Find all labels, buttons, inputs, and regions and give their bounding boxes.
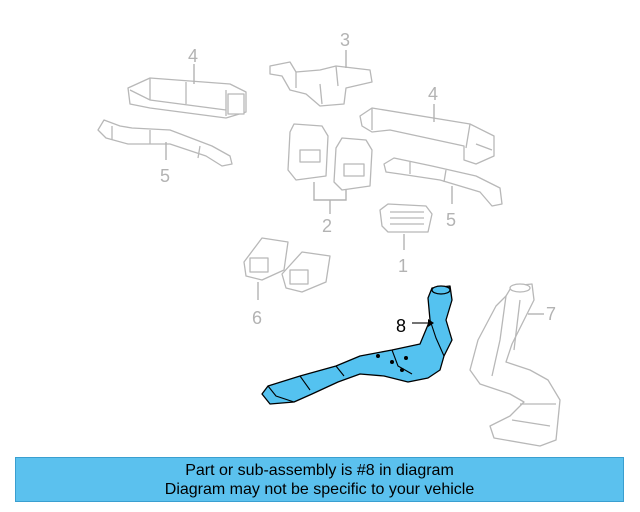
- part-4-left-duct: [127, 77, 247, 119]
- part-5-left-duct: [97, 119, 233, 167]
- part-7-duct: [469, 283, 561, 447]
- callout-4-right: 4: [428, 84, 438, 104]
- callout-5-right: 5: [446, 210, 456, 230]
- callout-6: 6: [252, 308, 262, 328]
- part-8-floor-duct: [261, 285, 453, 405]
- callout-2: 2: [322, 216, 332, 236]
- banner-line-1: Part or sub-assembly is #8 in diagram: [185, 461, 454, 479]
- callout-8: 8: [396, 316, 406, 336]
- callout-5-left: 5: [160, 166, 170, 186]
- info-banner: Part or sub-assembly is #8 in diagram Di…: [15, 457, 624, 502]
- part-4-right-duct: [359, 107, 495, 165]
- part-1-grille: [379, 203, 433, 233]
- callout-4-left: 4: [188, 46, 198, 66]
- part-5-right-duct: [383, 157, 503, 207]
- part-3-duct: [269, 61, 373, 107]
- part-2-vents: [287, 123, 373, 191]
- part-6-vents: [243, 237, 331, 293]
- callout-line-2: [313, 182, 347, 214]
- callout-arrow-8: [428, 319, 434, 327]
- callout-1: 1: [398, 256, 408, 276]
- callout-7: 7: [546, 304, 556, 324]
- banner-line-2: Diagram may not be specific to your vehi…: [164, 480, 475, 498]
- callout-3: 3: [340, 30, 350, 50]
